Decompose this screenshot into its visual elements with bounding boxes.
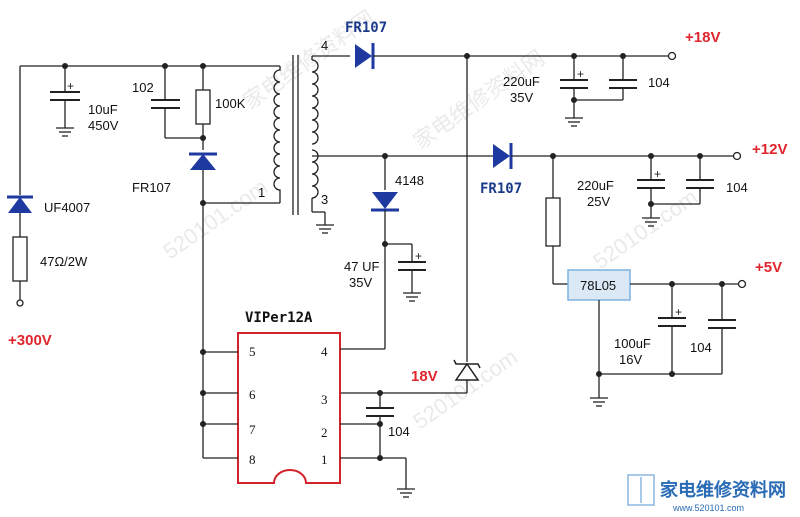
svg-text:+: + [67,79,74,93]
c18b-label: 104 [648,75,670,90]
output-18v: FR107 +18V + 220uF 35V 104 [345,20,720,362]
c5b-label: 104 [690,340,712,355]
c-aux-label-1: 47 UF [344,259,379,274]
logo-url-text: www.520101.com [672,503,744,513]
diode-4148 [372,192,398,209]
resistor-12v-5v [545,197,561,247]
transformer-pin-1: 1 [258,185,265,200]
viper12a-ic: VIPer12A 5 4 6 3 7 2 8 1 104 [200,310,415,498]
zener-label: 18V [411,368,438,385]
regulator-label: 78L05 [580,278,616,293]
transformer-pin-4: 4 [321,38,328,53]
watermark-url-2: 520101.com [409,344,523,434]
watermark-url-1: 520101.com [159,174,273,264]
output-5v: 78L05 +5V + 100uF 16V 104 [567,259,782,407]
c-in-label-1: 10uF [88,102,118,117]
resistor-47ohm [12,236,28,282]
uf4007-label: UF4007 [44,200,90,215]
uf4007-diode [8,197,32,213]
r-snub-label: 100K [215,96,246,111]
c18-label-2: 35V [510,90,533,105]
ic-pin-6: 6 [249,387,256,402]
fr107-12v-label: FR107 [480,181,522,197]
diode-4148-label: 4148 [395,173,424,188]
site-logo: 家电维修资料网 www.520101.com [627,474,786,513]
c12-label-1: 220uF [577,178,614,193]
c-ic-label: 104 [388,424,410,439]
svg-text:+: + [675,305,682,319]
logo-cn-text: 家电维修资料网 [660,479,786,500]
fr107-12v-diode [493,144,510,168]
c-snub-label: 102 [132,80,154,95]
c12b-label: 104 [726,180,748,195]
svg-text:+: + [654,167,661,181]
c5-label-2: 16V [619,352,642,367]
rail-18v-label: +18V [685,29,720,46]
ic-pin-1: 1 [321,452,328,467]
ic-pin-3: 3 [321,392,328,407]
c5-label-1: 100uF [614,336,651,351]
fr107-snubber-label: FR107 [132,180,171,195]
c-in-label-2: 450V [88,118,119,133]
transformer-pin-3: 3 [321,192,328,207]
rail-5v-label: +5V [755,259,782,276]
zener-section: 18V [340,359,481,394]
fr107-18v-diode [355,44,372,68]
c18-label-1: 220uF [503,74,540,89]
svg-text:+: + [577,67,584,81]
c12-label-2: 25V [587,194,610,209]
ic-pin-2: 2 [321,425,328,440]
c-aux-label-2: 35V [349,275,372,290]
resistor-47ohm-label: 47Ω/2W [40,254,88,269]
ic-pin-7: 7 [249,422,256,437]
svg-text:+: + [415,249,422,263]
regulator-78l05 [567,269,631,301]
fr107-18v-label: FR107 [345,20,387,36]
resistor-100k [195,89,211,125]
ic-name-label: VIPer12A [245,310,313,326]
ic-pin-8: 8 [249,452,256,467]
output-12v: FR107 +12V + 220uF 25V 104 [382,141,787,285]
fr107-snubber-diode [190,154,216,170]
aux-section: 4148 + 47 UF 35V [344,173,426,349]
input-terminal [16,299,24,307]
ic-pin-4: 4 [321,344,328,359]
rail-12v-label: +12V [752,141,787,158]
input-voltage-label: +300V [8,332,52,349]
ic-pin-5: 5 [249,344,256,359]
transformer: 4 3 [273,38,385,234]
input-section: UF4007 47Ω/2W +300V + 10uF 450V 102 100K [7,63,280,458]
